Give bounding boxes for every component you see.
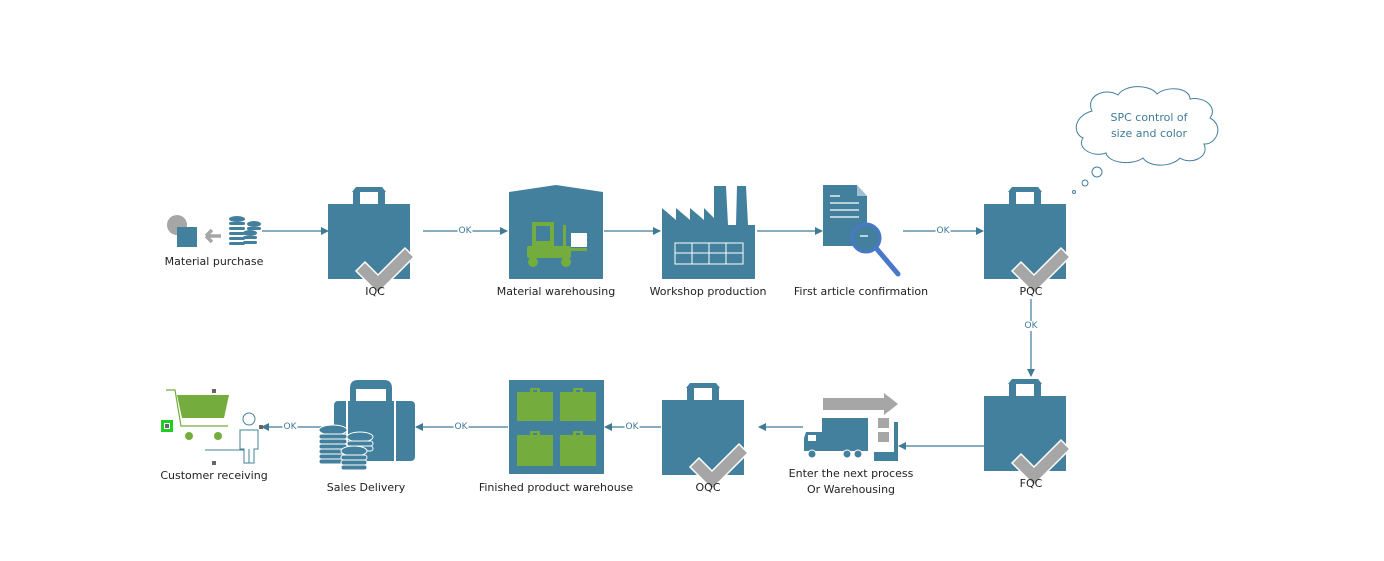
thought-cloud <box>1072 86 1219 194</box>
warehouse-forklift-icon <box>509 185 603 279</box>
purchase-coins-icon <box>167 215 261 247</box>
iqc-bag-check-icon <box>327 186 415 294</box>
bag-icon <box>517 431 553 466</box>
bag-icon <box>560 431 596 466</box>
label-first-article: First article confirmation <box>793 285 929 298</box>
cloud-line-2: size and color <box>1110 127 1188 140</box>
factory-icon <box>662 186 755 279</box>
label-next-process-line2: Or Warehousing <box>806 483 896 496</box>
label-finished-warehouse: Finished product warehouse <box>478 481 634 494</box>
label-oqc: OQC <box>695 481 721 494</box>
warehouse-bags-icon <box>509 380 604 474</box>
cloud-line-1: SPC control of <box>1110 111 1188 124</box>
label-pqc: PQC <box>1019 285 1043 298</box>
edge-label-pqc-fqc: OK <box>1023 321 1039 331</box>
edge-label-iqc-warehousing: OK <box>457 226 473 236</box>
pqc-bag-check-icon <box>983 186 1071 294</box>
label-workshop-production: Workshop production <box>649 285 767 298</box>
oqc-bag-check-icon <box>661 382 749 490</box>
label-fqc: FQC <box>1019 477 1043 490</box>
cart-person-icon <box>166 389 259 464</box>
label-material-purchase: Material purchase <box>164 255 264 268</box>
edge-label-sales-customer: OK <box>282 422 298 432</box>
label-material-warehousing: Material warehousing <box>496 285 616 298</box>
label-iqc: IQC <box>365 285 385 298</box>
edge-label-firstarticle-pqc: OK <box>935 226 951 236</box>
label-sales-delivery: Sales Delivery <box>326 481 406 494</box>
label-customer-receiving: Customer receiving <box>160 469 268 482</box>
label-next-process: Enter the next process Or Warehousing <box>789 466 914 498</box>
bag-icon <box>560 388 596 421</box>
label-next-process-line1: Enter the next process <box>788 467 914 480</box>
fqc-bag-check-icon <box>983 378 1071 486</box>
bag-icon <box>517 388 553 421</box>
document-magnifier-icon <box>823 185 901 277</box>
cloud-callout-text: SPC control of size and color <box>1110 110 1187 142</box>
edge-label-oqc-finished: OK <box>624 422 640 432</box>
edge-label-finished-sales: OK <box>453 422 469 432</box>
truck-arrow-icon <box>804 393 898 461</box>
selection-handles[interactable] <box>161 389 263 465</box>
suitcase-coins-icon <box>318 380 415 471</box>
